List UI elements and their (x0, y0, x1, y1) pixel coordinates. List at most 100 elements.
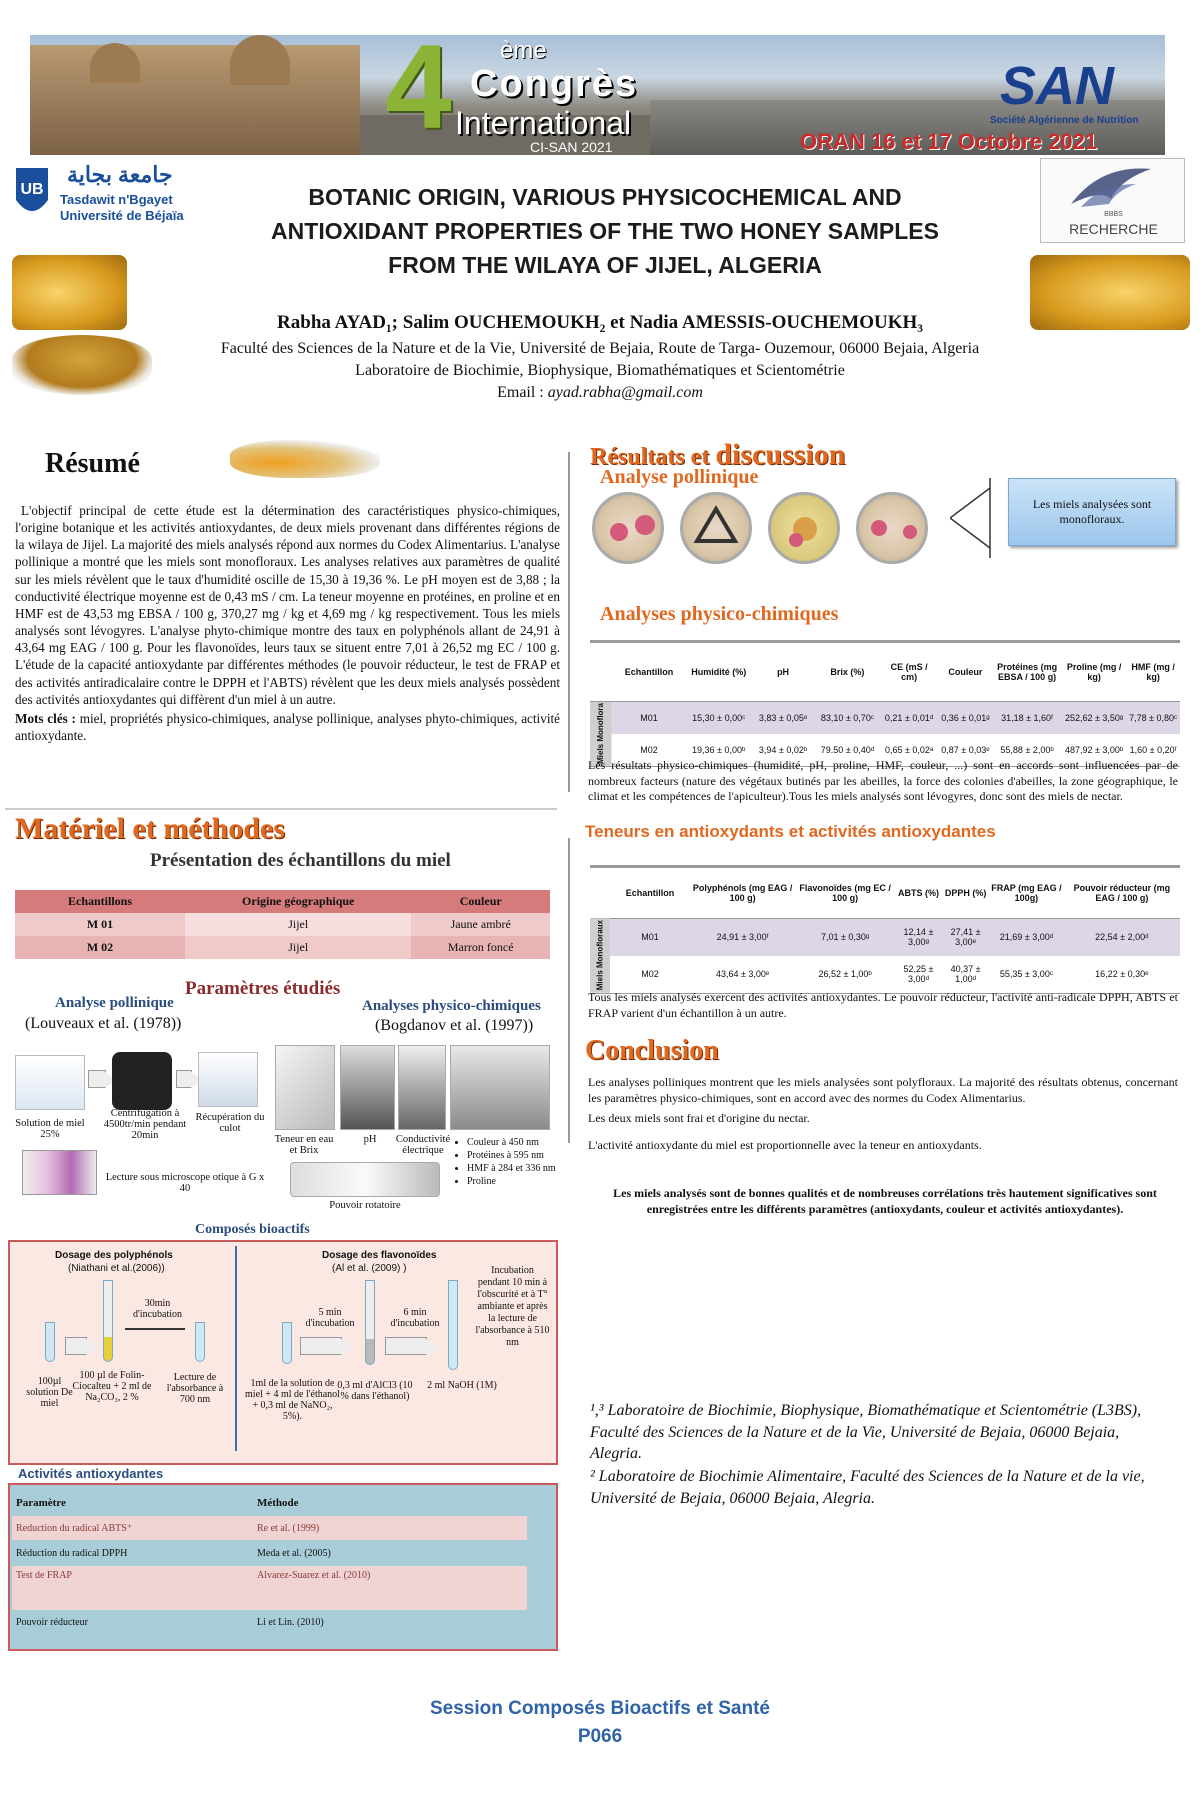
ao-th: Pouvoir réducteur (mg EAG / 100 g) (1073, 882, 1171, 903)
ao-th: FRAP (mg EAG / 100g) (991, 882, 1062, 903)
bullet-item: HMF à 284 et 336 nm (467, 1162, 556, 1175)
pc-th: Humidité (%) (691, 666, 747, 677)
conclusion-p3: L'activité antioxydante du miel est prop… (588, 1138, 982, 1152)
activite-param: Test de FRAP (16, 1570, 72, 1581)
conference-banner: 4 ème Congrès International CI-SAN 2021 … (30, 35, 1165, 155)
pc-cell: 252,62 ± 3,50ᵍ (1064, 712, 1124, 723)
flav-step2: 5 min d'incubation (305, 1307, 355, 1329)
table-row: Reduction du radical ABTS⁺ Re et al. (19… (12, 1516, 527, 1540)
univ-line1: Tasdawit n'Bgayet (60, 192, 173, 207)
ao-cell: M01 (641, 932, 659, 943)
test-tube-icon (45, 1322, 55, 1362)
antiox-table: Echantillon Polyphénols (mg EAG / 100 g)… (590, 865, 1180, 994)
ao-cell: 12,14 ± 3,00ᵍ (903, 927, 934, 948)
ao-cell: 21,69 ± 3,00ᵈ (999, 932, 1054, 943)
arrow-icon (385, 1337, 438, 1355)
ao-cell: 26,52 ± 1,00ᵇ (818, 969, 872, 980)
affiliation-1: Faculté des Sciences de la Nature et de … (220, 340, 980, 357)
pollen-micrograph-1 (592, 492, 664, 564)
session-label: Session Composés Bioactifs et Santé (430, 1698, 770, 1719)
ao-cell: 22,54 ± 2,00ᵈ (1095, 932, 1149, 943)
centrifuge-image (112, 1052, 172, 1110)
pc-th: Protéines (mg EBSA / 100 g) (997, 661, 1058, 682)
univ-line2: Université de Béjaïa (60, 208, 184, 223)
table-row: M02 19,36 ± 0,00ᵇ 3,94 ± 0,02ᵇ 79.50 ± 0… (590, 734, 1180, 767)
table-row: M02 43,64 ± 3,00ᵉ 26,52 ± 1,00ᵇ 52,25 ± … (590, 956, 1180, 994)
monofloral-callout: Les miels analysées sont monofloraux. (1008, 478, 1176, 546)
poly-title: Dosage des polyphénols (55, 1250, 173, 1261)
pc-th: Proline (mg / kg) (1066, 661, 1122, 682)
activites-th: Paramètre (16, 1497, 66, 1509)
pc-cell: 0,21 ± 0,01ᵈ (884, 712, 934, 723)
conclusion-bold: Les miels analysés sont de bonnes qualit… (613, 1186, 1157, 1217)
activites-table: Paramètre Méthode Reduction du radical A… (12, 1490, 527, 1634)
pc-cell: 3,83 ± 0,05ᵉ (758, 712, 808, 723)
arrow-icon (176, 1070, 203, 1088)
test-tube-icon (195, 1322, 205, 1362)
university-emblem-icon: UB (16, 168, 48, 211)
activite-method: Meda et al. (2005) (257, 1547, 331, 1559)
conclusion-heading: Conclusion (585, 1035, 719, 1066)
activite-method: Alvarez-Suarez et al. (2010) (257, 1570, 371, 1581)
flav-step6: Incubation pendant 10 min à l'obscurité … (475, 1265, 550, 1348)
table-row: Réduction du radical DPPH Meda et al. (2… (12, 1540, 527, 1566)
activites-heading: Activités antioxydantes (18, 1466, 164, 1481)
pollen-micrograph-3 (768, 492, 840, 564)
poly-step4: Lecture de l'absorbance à 700 nm (166, 1372, 224, 1405)
flav-title: Dosage des flavonoïdes (322, 1250, 437, 1261)
callout-text: Les miels analysées sont monofloraux. (1032, 497, 1152, 526)
column-divider-top (568, 452, 570, 792)
table-row: Pouvoir réducteur Li et Lin. (2010) (12, 1610, 527, 1634)
antiox-results-text: Tous les miels analysés exercent des act… (588, 990, 1178, 1020)
poly-step2: 100 µl de Folin-Ciocalteu + 2 ml de Na₂C… (72, 1370, 152, 1403)
ao-rowlabel: Miels Monofloraux (590, 918, 610, 994)
culot-image (198, 1052, 258, 1107)
methods-divider (5, 808, 557, 810)
pc-th: HMF (mg / kg) (1131, 661, 1175, 682)
pc-th: Brix (%) (830, 666, 865, 677)
step-centrifuge: Centrifugation à 4500tr/min pendant 20mi… (103, 1108, 187, 1141)
flav-step1: 1ml de la solution de miel + 4 ml de l'é… (245, 1378, 340, 1422)
lab-small: BBBS (1104, 211, 1123, 218)
ao-th: Polyphénols (mg EAG / 100 g) (692, 882, 793, 903)
poster-title: BOTANIC ORIGIN, VARIOUS PHYSICOCHEMICAL … (190, 180, 1020, 282)
equip-ph: pH (363, 1134, 377, 1145)
lab-logo: BBBS RECHERCHE (1040, 158, 1185, 243)
ao-cell: 27,41 ± 3,00ᵉ (950, 927, 981, 948)
ao-cell: 7,01 ± 0,30ᵍ (820, 932, 870, 943)
email-address[interactable]: ayad.rabha@gmail.com (547, 384, 703, 401)
table-row: Test de FRAP Alvarez-Suarez et al. (2010… (12, 1566, 527, 1610)
flav-ref: (Al et al. (2009) ) (332, 1263, 407, 1274)
results-heading-part2: discussion (715, 438, 846, 471)
polarimeter-image (290, 1162, 440, 1197)
samples-table: Echantillons Origine géographique Couleu… (15, 890, 550, 959)
ao-cell: 24,91 ± 3,00ᶠ (716, 932, 769, 943)
poly-step1: 100µl solution De miel (26, 1376, 73, 1409)
san-fullname: Société Algérienne de Nutrition (990, 115, 1139, 126)
activite-method: Li et Lin. (2010) (257, 1616, 324, 1628)
banner-international: International (455, 105, 632, 141)
keywords-label: Mots clés : (15, 710, 76, 726)
spectro-bullets: Couleur à 450 nm Protéines à 595 nm HMF … (455, 1136, 556, 1188)
sample-origin: Jijel (185, 936, 412, 959)
results-heading-part1: Résultats et (590, 444, 716, 470)
physchem-results-heading: Analyses physico-chimiques (600, 603, 839, 625)
step-culot: Récupération du culot (195, 1112, 265, 1134)
physchem-ref: (Bogdanov et al. (1997)) (375, 1017, 534, 1034)
ao-cell: 40,37 ± 1,00ᵈ (950, 964, 981, 985)
sample-origin: Jijel (185, 913, 412, 936)
pc-cell: M02 (640, 745, 658, 756)
phmeter-image (340, 1045, 395, 1130)
physchem-results-text: Les résultats physico-chimiques (humidit… (588, 758, 1178, 804)
activites-th: Méthode (257, 1497, 299, 1509)
poster-code: P066 (577, 1726, 623, 1747)
flav-step4: 6 min d'incubation (390, 1307, 440, 1329)
pc-rowlabel: Miels Monoflora (590, 701, 612, 767)
poly-incubation-arrow (125, 1328, 185, 1330)
pc-th: Echantillon (624, 666, 674, 677)
pc-cell: 1,60 ± 0,20ᶠ (1129, 745, 1177, 756)
conductimeter-image (398, 1045, 446, 1130)
pipette-icon (103, 1280, 113, 1362)
equip-water-brix: Teneur en eau et Brix (274, 1134, 334, 1156)
table-row: M 02 Jijel Marron foncé (15, 936, 550, 959)
